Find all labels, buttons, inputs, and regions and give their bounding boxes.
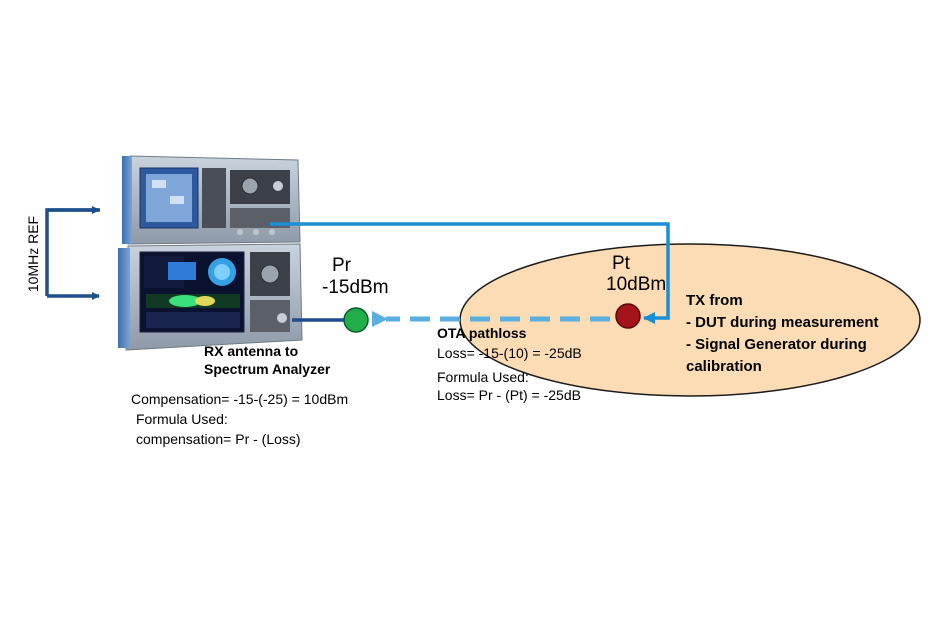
ota-line1: Loss= -15-(10) = -25dB <box>437 345 582 361</box>
tx-caption-line1: TX from <box>686 292 743 309</box>
compensation-line2: Formula Used: <box>136 411 228 427</box>
rx-caption-line1: RX antenna to <box>204 343 299 359</box>
tx-caption-line2: - DUT during measurement <box>686 314 879 331</box>
ota-line3: Loss= Pr - (Pt) = -25dB <box>437 387 581 403</box>
rx-caption-line2: Spectrum Analyzer <box>204 361 331 377</box>
ota-title: OTA pathloss <box>437 325 527 341</box>
compensation-line3: compensation= Pr - (Loss) <box>136 431 301 447</box>
tx-antenna-dot <box>615 303 641 329</box>
tx-cable <box>270 222 670 324</box>
pt-label: Pt <box>612 253 630 274</box>
pr-label: Pr <box>332 255 351 276</box>
ref-arrows <box>45 206 100 300</box>
tx-caption-line4: calibration <box>686 358 762 375</box>
pt-value: 10dBm <box>606 274 667 295</box>
ota-line2: Formula Used: <box>437 369 529 385</box>
ref-label: 10MHz REF <box>25 215 41 293</box>
compensation-line1: Compensation= -15-(-25) = 10dBm <box>131 391 349 407</box>
tx-caption-line3: - Signal Generator during <box>686 336 867 353</box>
signal-generator-icon <box>122 155 301 245</box>
spectrum-analyzer-icon <box>118 243 303 351</box>
pr-value: -15dBm <box>322 277 389 298</box>
rx-antenna-dot <box>343 307 369 333</box>
